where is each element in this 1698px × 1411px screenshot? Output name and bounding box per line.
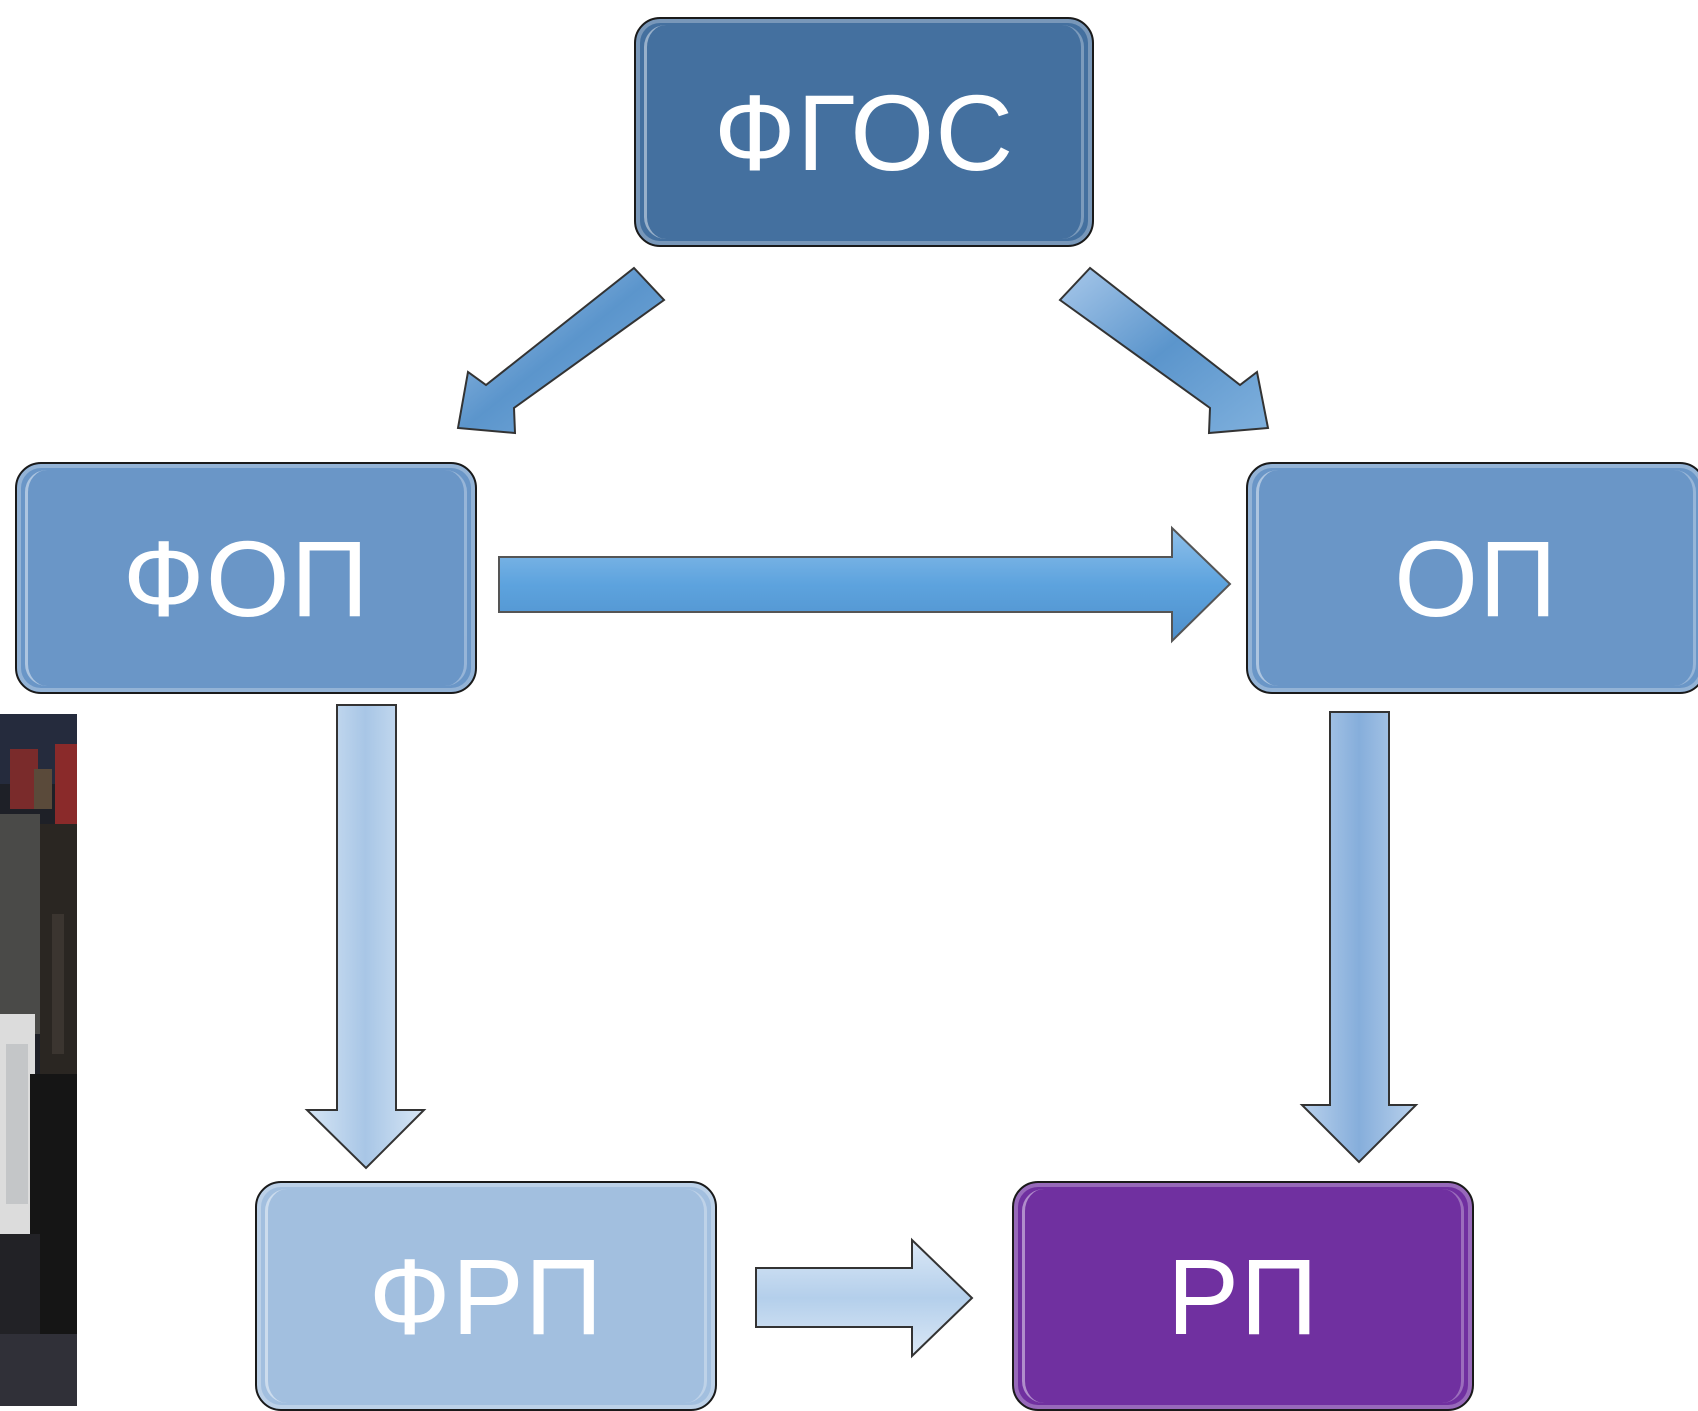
node-fop-label: ФОП [122, 517, 370, 639]
node-frp-label: ФРП [368, 1235, 604, 1357]
node-rp-label: РП [1167, 1235, 1319, 1357]
node-fgos-label: ФГОС [713, 71, 1015, 193]
photo-fragment [0, 714, 77, 1406]
arrow-fgos-to-fop [456, 266, 666, 435]
arrow-fop-to-op [498, 525, 1232, 644]
node-frp: ФРП [255, 1181, 717, 1411]
arrow-fop-to-frp [304, 704, 427, 1170]
node-fgos: ФГОС [634, 17, 1094, 247]
node-op: ОП [1246, 462, 1698, 694]
node-op-label: ОП [1394, 517, 1558, 639]
arrow-op-to-rp [1299, 711, 1419, 1164]
node-rp: РП [1012, 1181, 1474, 1411]
arrow-fgos-to-op [1058, 266, 1270, 435]
node-fop: ФОП [15, 462, 477, 694]
arrow-frp-to-rp [755, 1237, 974, 1359]
